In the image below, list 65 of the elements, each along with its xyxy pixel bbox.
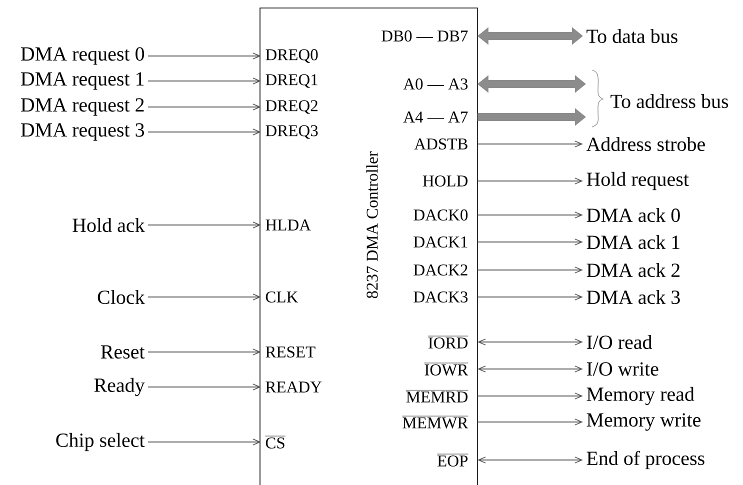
pin-label: DACK2 (414, 264, 468, 276)
arrow (476, 418, 583, 426)
arrow (476, 294, 583, 300)
pin-label: DACK0 (414, 209, 468, 221)
pin-label: ADSTB (414, 138, 468, 150)
pin-label: DB0 — DB7 (382, 30, 468, 42)
arrow (148, 348, 261, 356)
signal-label: Hold ack (72, 218, 145, 232)
braced-label: To address bus (592, 70, 728, 128)
signal-label: I/O read (586, 334, 652, 350)
pin-label: DREQ3 (266, 125, 318, 139)
arrow (476, 212, 583, 218)
pin-label: HLDA (266, 220, 311, 230)
pin-label: READY (266, 382, 322, 392)
arrow (476, 266, 583, 274)
pin-label: A4 — A7 (403, 112, 468, 122)
arrow (148, 438, 261, 446)
pin-label: IORD (428, 336, 468, 349)
arrow (477, 456, 583, 464)
arrow (148, 222, 261, 228)
arrow (148, 384, 261, 390)
pin-label: IOWR (424, 362, 468, 376)
pin-label: DREQ1 (266, 74, 318, 88)
arrow (148, 128, 261, 136)
signal-label: Memory write (586, 413, 700, 431)
pin-label: HOLD (422, 175, 468, 187)
arrow (476, 392, 583, 400)
pin-label: RESET (266, 346, 316, 358)
pin-label: MEMRD (406, 390, 468, 402)
signal-label: DMA request 2 (20, 98, 144, 116)
signal-label: Chip select (56, 432, 145, 452)
pin-label: CLK (266, 291, 298, 303)
pin-label: A0 — A3 (403, 78, 468, 90)
signal-label: DMA request 0 (20, 47, 144, 65)
pin-label: CS (265, 436, 286, 449)
signal-label: Memory read (586, 386, 694, 406)
signal-label: DMA request 3 (20, 123, 144, 141)
signal-label: To data bus (586, 28, 678, 44)
signal-label: DMA ack 1 (586, 234, 680, 250)
signal-label: Ready (94, 378, 145, 396)
arrow (476, 178, 583, 184)
pin-label: EOP (436, 454, 468, 467)
pin-label: DACK1 (414, 236, 468, 248)
pin-label: DACK3 (414, 291, 468, 303)
arrow (148, 294, 261, 300)
signal-label: End of process (586, 450, 704, 470)
signal-label: Address strobe (586, 136, 705, 152)
arrow (148, 78, 261, 84)
arrow (477, 366, 583, 372)
arrow (477, 338, 583, 346)
signal-label: Reset (100, 345, 145, 359)
signal-label: Hold request (586, 172, 689, 190)
pin-label: DREQ2 (266, 100, 318, 114)
arrow (148, 52, 261, 60)
pin-label: MEMWR (402, 416, 468, 429)
arrow (476, 238, 583, 246)
signal-label: Clock (98, 290, 145, 304)
signal-label: I/O write (586, 362, 658, 376)
signal-label: DMA ack 3 (586, 290, 680, 304)
signal-label: DMA ack 2 (586, 262, 680, 278)
arrow (476, 140, 583, 148)
arrow (148, 104, 261, 110)
signal-label: DMA request 1 (20, 72, 144, 90)
signal-label: DMA ack 0 (586, 208, 680, 222)
pin-label: DREQ0 (266, 49, 318, 63)
